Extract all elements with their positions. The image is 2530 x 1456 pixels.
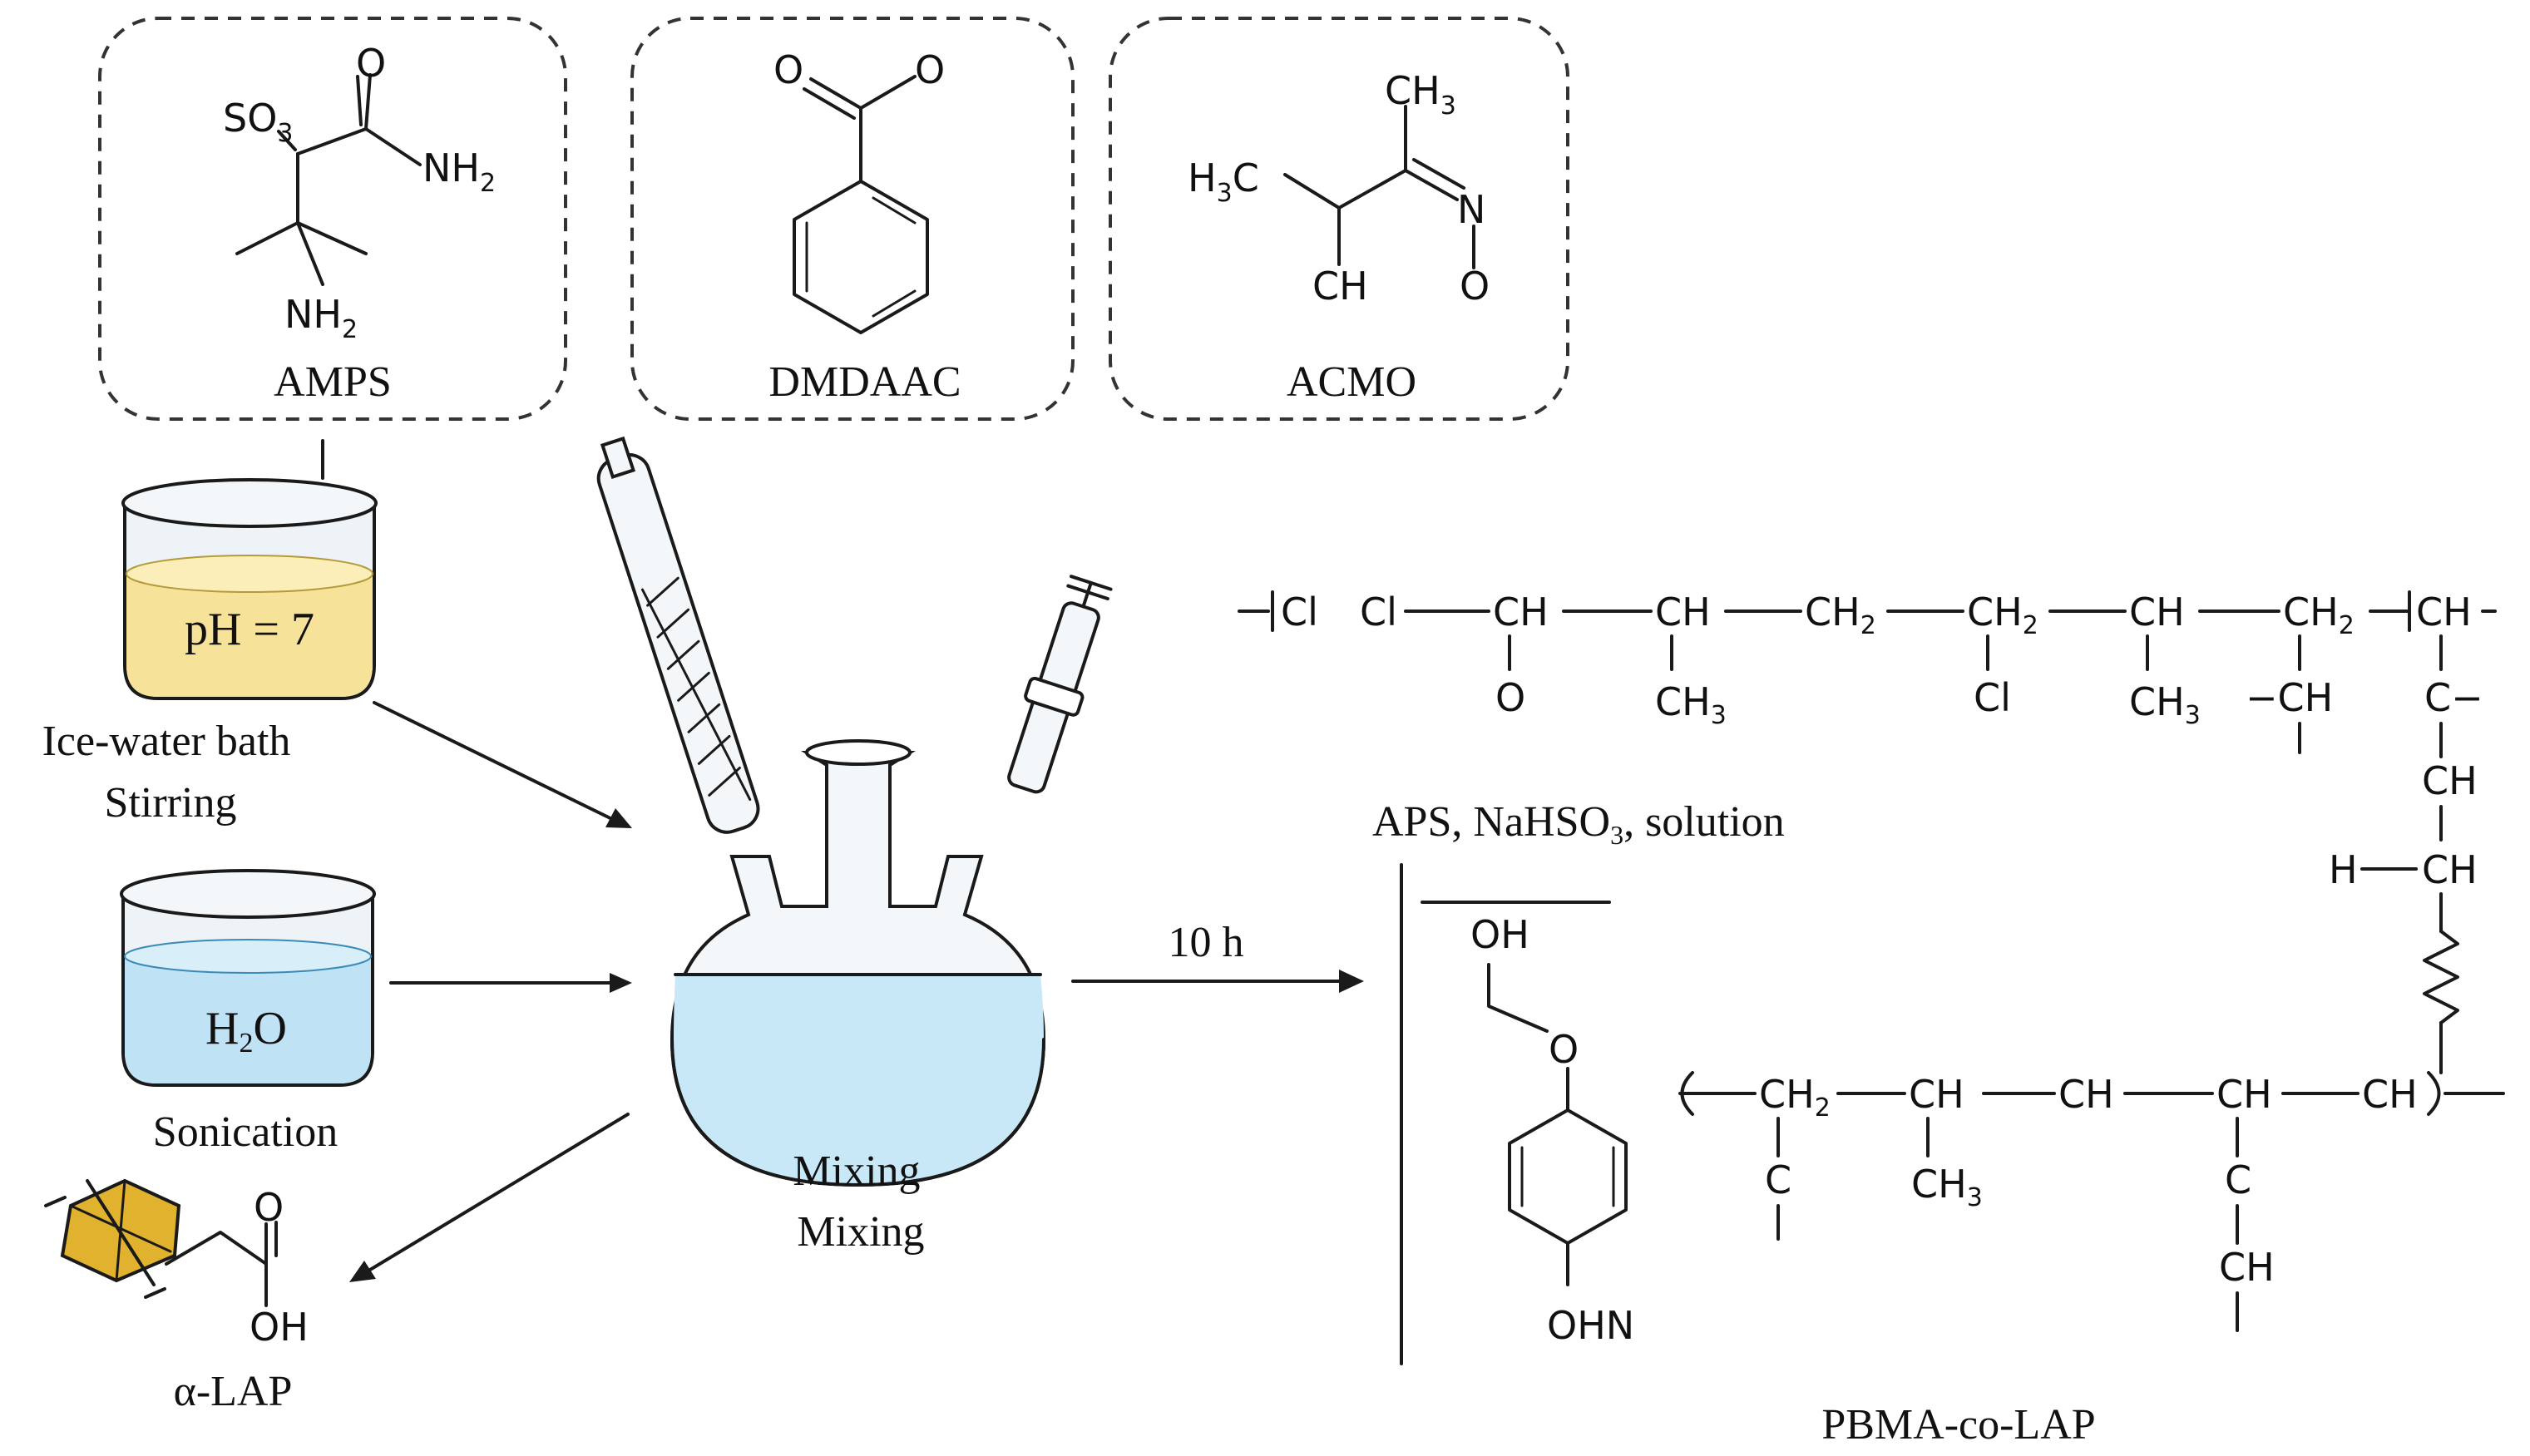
side-h: H (2329, 847, 2358, 892)
top-cl-start: Cl (1281, 590, 1318, 634)
ice-water-caption: Ice-water bath (42, 718, 291, 765)
pendant-ohn: OHN (1547, 1303, 1634, 1348)
top-ch3-2: CH (2129, 679, 2185, 724)
svg-text:NH2: NH2 (284, 292, 358, 344)
mixing-caption-1: Mixing (793, 1148, 920, 1195)
acmo-n: N (1457, 187, 1485, 232)
bottom-ch-2: CH (2058, 1072, 2114, 1117)
top-cl: Cl (1360, 590, 1397, 634)
sonication-caption: Sonication (153, 1108, 338, 1156)
beaker-water: H2O (120, 869, 376, 1087)
polymer-lap-unit: OH O OHN (1421, 901, 1634, 1348)
dmdaac-o-double: O (773, 47, 803, 92)
side-c-minus: C− (2424, 675, 2483, 720)
dmdaac-label: DMDAAC (768, 358, 961, 406)
acmo-box: CH3 H3C N CH O ACMO (1109, 17, 1569, 421)
top-ch-1: CH (1493, 590, 1549, 634)
svg-text:CH2: CH2 (1805, 590, 1876, 640)
top-ch-end: CH (2416, 590, 2472, 634)
bottom-c-2: C (2225, 1157, 2251, 1202)
amps-so3: SO (223, 96, 277, 141)
polymer-top-chain: Cl Cl CH O CH CH3 CH2 CH2 Cl CH CH3 CH2 … (1238, 590, 2497, 1074)
svg-text:CH3: CH3 (1385, 68, 1456, 121)
lap-label: α-LAP (174, 1368, 293, 1415)
bottom-c: C (1765, 1157, 1791, 1202)
amps-label: AMPS (274, 358, 392, 406)
acmo-label: ACMO (1287, 358, 1416, 406)
beaker-water-label: H (205, 1003, 239, 1054)
amps-carbonyl-o: O (356, 41, 386, 86)
acmo-h3c: H (1188, 155, 1217, 200)
top-ch-3: CH (2129, 590, 2185, 634)
beaker-ph: pH = 7 (121, 478, 378, 700)
polymer-bottom-chain: CH2 C CH CH3 CH CH C CH CH (1678, 1071, 2505, 1332)
svg-text:NH2: NH2 (422, 146, 496, 198)
side-ch-2: CH (2422, 847, 2478, 892)
acmo-ch3: CH (1385, 68, 1440, 113)
svg-text:CH3: CH3 (2129, 679, 2201, 730)
top-ch2-2: CH (1967, 590, 2023, 634)
polymer-name: PBMA-co-LAP (1821, 1401, 2095, 1449)
reaction-conditions: APS, NaHSO (1372, 798, 1610, 846)
amps-nh2-amine: NH (284, 292, 342, 337)
bottom-ch-4: CH (2219, 1245, 2275, 1290)
bottom-ch-5: CH (2362, 1072, 2418, 1117)
arrow-to-lap (364, 1113, 630, 1274)
lap-oh: OH (250, 1305, 309, 1350)
amps-box: SO3 O NH2 NH2 AMPS (98, 17, 567, 421)
mixing-caption-2: Mixing (797, 1208, 924, 1256)
acmo-o: O (1460, 264, 1490, 308)
top-minus-ch: −CH (2246, 675, 2333, 720)
reaction-time: 10 h (1169, 919, 1244, 966)
svg-text:CH3: CH3 (1655, 679, 1727, 730)
bottom-ch2: CH (1759, 1072, 1815, 1117)
svg-text:CH2: CH2 (1967, 590, 2038, 640)
top-ch3-1: CH (1655, 679, 1711, 724)
pendant-oh: OH (1470, 912, 1529, 957)
side-ch-1: CH (2422, 758, 2478, 803)
reaction-flask (596, 436, 1113, 1187)
top-o: O (1495, 675, 1525, 720)
amps-nh2-amide: NH (422, 146, 480, 190)
bottom-ch-1: CH (1909, 1072, 1964, 1117)
lap-o: O (254, 1185, 284, 1230)
top-ch2-1: CH (1805, 590, 1860, 634)
beaker-ph-label: pH = 7 (185, 604, 314, 655)
dmdaac-o-single: O (915, 47, 945, 92)
svg-text:H3C: H3C (1188, 155, 1259, 208)
arrow-beaker-ph (373, 701, 619, 823)
top-ch2-3: CH (2283, 590, 2339, 634)
dmdaac-box: O O DMDAAC (630, 17, 1075, 421)
svg-text:CH3: CH3 (1911, 1162, 1983, 1212)
svg-text:H2O: H2O (205, 1003, 287, 1059)
top-ch-2: CH (1655, 590, 1711, 634)
stirring-caption: Stirring (105, 779, 237, 827)
lap-structure: O OH α-LAP (44, 1178, 309, 1415)
bottom-ch-3: CH (2216, 1072, 2272, 1117)
pendant-o: O (1549, 1027, 1579, 1072)
svg-text:CH2: CH2 (1759, 1072, 1831, 1123)
top-cl-2: Cl (1974, 675, 2011, 720)
svg-text:SO3: SO3 (223, 96, 294, 148)
svg-text:APS, NaHSO3, solution: APS, NaHSO3, solution (1372, 798, 1785, 850)
bottom-ch3: CH (1911, 1162, 1967, 1207)
svg-text:CH2: CH2 (2283, 590, 2355, 640)
acmo-ch: CH (1312, 264, 1368, 308)
